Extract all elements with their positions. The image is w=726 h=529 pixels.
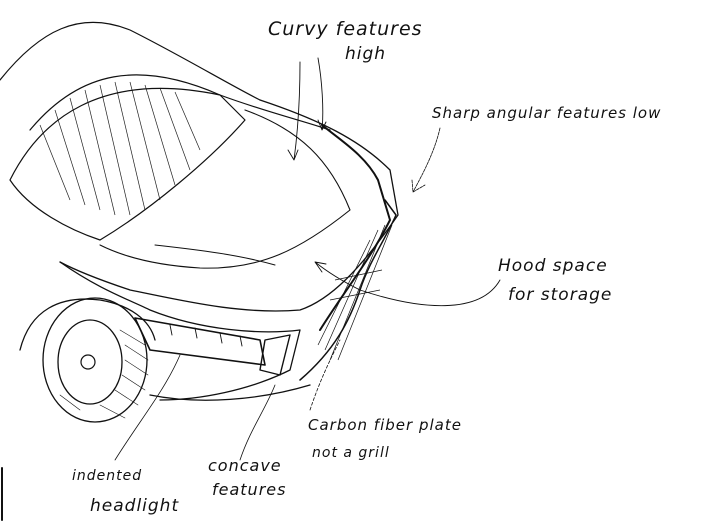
side-window-hatching (39, 81, 201, 216)
hood-outline (59, 99, 399, 312)
front-bumper (59, 261, 301, 401)
headlight-outline (134, 317, 266, 366)
curvy-arrow-1 (287, 61, 301, 161)
front-windshield (99, 109, 351, 269)
annotation-carbon-line1: Carbon fiber plate (308, 416, 462, 434)
curvy-arrow-2 (317, 57, 327, 131)
annotation-headlight-line2: headlight (90, 496, 180, 516)
annotation-concave-line1: concave (208, 456, 282, 475)
windshield-outline (9, 87, 246, 241)
roof-line (0, 21, 261, 101)
headlight-inner (169, 324, 243, 347)
windshield-top (29, 74, 331, 131)
concave-arrow (239, 384, 276, 461)
annotation-carbon-line2: not a grill (312, 445, 390, 461)
front-crease (299, 199, 397, 381)
annotation-curvy-line1: Curvy features (268, 18, 423, 40)
annotation-hood-line1: Hood space (498, 256, 608, 276)
annotation-hood-line2: for storage (508, 285, 613, 305)
lower-line (149, 384, 311, 401)
annotation-concave-line2: features (212, 480, 287, 499)
wheel (19, 297, 156, 423)
carbon-fiber-plate (317, 224, 393, 361)
wiper-line (154, 244, 276, 266)
carbon-arrow (309, 339, 341, 411)
hood-arrow (314, 261, 501, 307)
concave-feature (259, 334, 291, 376)
annotation-headlight-line1: indented (72, 468, 143, 484)
annotation-sharp: Sharp angular features low (432, 104, 662, 122)
sharp-arrow (411, 127, 441, 193)
headlight-arrow (114, 354, 181, 461)
annotation-curvy-line2: high (345, 44, 387, 64)
